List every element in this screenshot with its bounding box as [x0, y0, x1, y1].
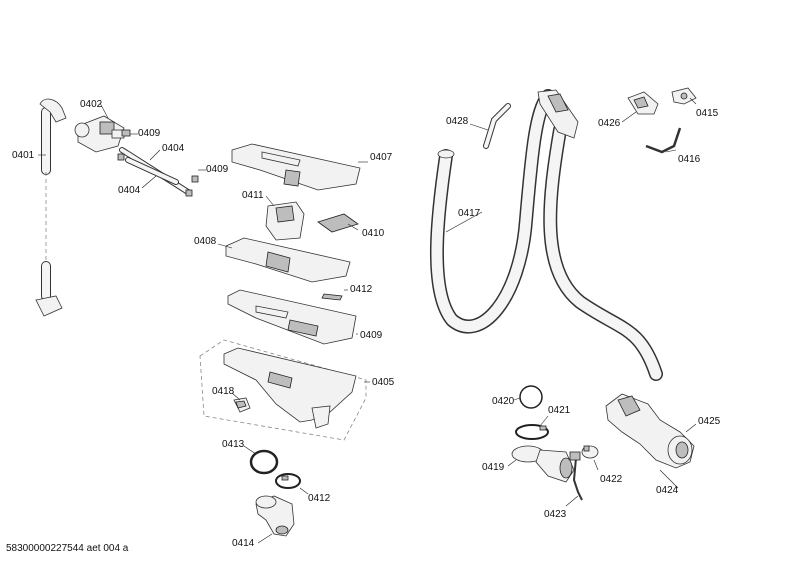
- label-0410: 0410: [362, 228, 385, 239]
- sensor-part-0415[interactable]: [671, 87, 697, 105]
- hose-pair-part-0404[interactable]: [117, 147, 191, 195]
- label-0408: 0408: [194, 236, 217, 247]
- pressure-tube-part-0416[interactable]: [645, 127, 682, 154]
- siphon-part-0412a[interactable]: [321, 293, 343, 301]
- inlet-valve-part-0402[interactable]: [74, 115, 125, 153]
- label-0404-top: 0404: [162, 143, 185, 154]
- pressure-sensor-part-0426[interactable]: [627, 91, 659, 115]
- seal-ring-part-0413[interactable]: [249, 449, 279, 475]
- label-0413: 0413: [222, 439, 245, 450]
- hose-clamp-part-0412b[interactable]: [275, 473, 301, 489]
- label-0416: 0416: [678, 154, 701, 165]
- label-0401: 0401: [12, 150, 35, 161]
- clamp-part-0422[interactable]: [581, 445, 599, 459]
- label-0409-drawer: 0409: [360, 330, 383, 341]
- label-0402: 0402: [80, 99, 103, 110]
- label-0412-top: 0412: [350, 284, 373, 295]
- label-0409-top: 0409: [138, 128, 161, 139]
- label-0419: 0419: [482, 462, 505, 473]
- label-0426: 0426: [598, 118, 621, 129]
- cover-plate-part-0410[interactable]: [317, 213, 359, 233]
- clamp-part-0421[interactable]: [515, 424, 549, 440]
- diagram-code: 58300000227544 aet 004 a: [6, 543, 129, 554]
- label-0422: 0422: [600, 474, 623, 485]
- dispenser-housing-group-0405[interactable]: [199, 339, 367, 441]
- label-0409-right: 0409: [206, 164, 229, 175]
- large-hose-part-0417[interactable]: [430, 89, 663, 381]
- label-0420: 0420: [492, 396, 515, 407]
- small-hose-part-0428[interactable]: [483, 103, 511, 149]
- valve-block-part-0411[interactable]: [265, 201, 305, 241]
- label-0428: 0428: [446, 116, 469, 127]
- label-0415: 0415: [696, 108, 719, 119]
- label-0407: 0407: [370, 152, 393, 163]
- inlet-pipe-part-0401[interactable]: [35, 98, 67, 317]
- label-0417: 0417: [458, 208, 481, 219]
- dispenser-drawer-part-0409[interactable]: [227, 289, 357, 345]
- clamp-part-0409b[interactable]: [185, 175, 199, 197]
- label-0423: 0423: [544, 509, 567, 520]
- filter-part-0418[interactable]: [233, 397, 251, 413]
- label-0412-clamp: 0412: [308, 493, 331, 504]
- label-0425: 0425: [698, 416, 721, 427]
- drain-connector-part-0419[interactable]: [511, 445, 575, 483]
- label-0404-bottom: 0404: [118, 185, 141, 196]
- dispenser-top-part-0408[interactable]: [225, 237, 351, 283]
- label-0414: 0414: [232, 538, 255, 549]
- label-0418: 0418: [212, 386, 235, 397]
- label-0421: 0421: [548, 405, 571, 416]
- cable-part-0423[interactable]: [569, 451, 583, 501]
- label-0424: 0424: [656, 485, 679, 496]
- drain-elbow-part-0414[interactable]: [255, 495, 295, 537]
- dispenser-cover-part-0407[interactable]: [231, 143, 361, 191]
- label-0405: 0405: [372, 377, 395, 388]
- drain-pump-part-0425[interactable]: [605, 393, 695, 469]
- o-ring-part-0420[interactable]: [519, 385, 543, 409]
- label-0411: 0411: [242, 190, 264, 201]
- clamp-part-0409a[interactable]: [121, 129, 131, 137]
